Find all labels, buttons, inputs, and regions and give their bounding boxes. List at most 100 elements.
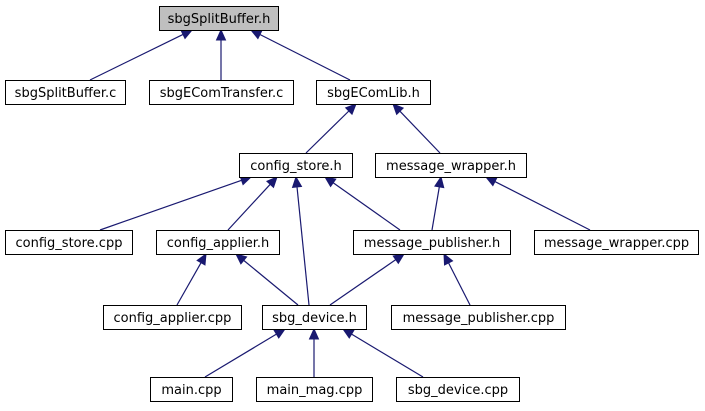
arrowhead xyxy=(392,103,405,116)
edge-line xyxy=(399,110,441,154)
node-label: config_store.cpp xyxy=(16,236,123,251)
node-label: message_publisher.h xyxy=(364,236,500,251)
node-sbgEComTransfer-c[interactable]: sbgEComTransfer.c xyxy=(149,80,294,105)
arrowhead xyxy=(235,253,248,265)
node-main-mag-cpp[interactable]: main_mag.cpp xyxy=(256,377,373,402)
node-box[interactable] xyxy=(149,80,294,105)
node-box[interactable] xyxy=(150,377,233,402)
arrowhead xyxy=(443,252,454,266)
node-label: config_applier.cpp xyxy=(114,311,232,326)
edge-line xyxy=(227,183,271,231)
node-box[interactable] xyxy=(534,230,699,255)
node-label: sbgSplitBuffer.h xyxy=(168,12,271,27)
arrowhead xyxy=(196,252,207,266)
node-main-cpp[interactable]: main.cpp xyxy=(150,377,233,402)
node-box[interactable] xyxy=(375,153,527,178)
node-config-store-h[interactable]: config_store.h xyxy=(239,153,353,178)
node-config-applier-cpp[interactable]: config_applier.cpp xyxy=(103,305,242,330)
arrowhead xyxy=(434,175,445,189)
node-box[interactable] xyxy=(239,153,353,178)
node-message-wrapper-cpp[interactable]: message_wrapper.cpp xyxy=(534,230,699,255)
arrowhead xyxy=(392,253,406,265)
node-message-wrapper-h[interactable]: message_wrapper.h xyxy=(375,153,527,178)
edge-line xyxy=(99,179,242,231)
node-box[interactable] xyxy=(103,305,242,330)
edge-config_applier_h-to-config_store_h xyxy=(227,176,278,231)
edge-line xyxy=(259,33,351,81)
edge-sbgSplitBuffer_c-to-sbgSplitBuffer_h xyxy=(89,29,194,81)
node-box[interactable] xyxy=(156,230,280,255)
edge-sbg_device_h-to-config_store_h xyxy=(291,175,310,306)
node-label: message_wrapper.cpp xyxy=(544,236,689,251)
node-sbgSplitBuffer-c[interactable]: sbgSplitBuffer.c xyxy=(5,80,126,105)
edge-config_store_cpp-to-config_store_h xyxy=(99,175,253,231)
node-box[interactable] xyxy=(262,305,367,330)
arrowhead xyxy=(265,176,278,189)
node-label: message_publisher.cpp xyxy=(403,311,555,326)
edges-layer xyxy=(89,28,591,378)
node-box[interactable] xyxy=(391,305,566,330)
edge-sbgEComTransfer_c-to-sbgSplitBuffer_h xyxy=(215,28,227,80)
node-box[interactable] xyxy=(353,230,511,255)
node-sbgSplitBuffer-h[interactable]: sbgSplitBuffer.h xyxy=(159,6,279,31)
node-box[interactable] xyxy=(396,377,520,402)
edge-line xyxy=(448,262,471,306)
edge-line xyxy=(329,259,397,306)
node-box[interactable] xyxy=(316,80,431,105)
edge-line xyxy=(89,33,184,81)
edge-message_wrapper_cpp-to-message_wrapper_h xyxy=(484,176,591,231)
node-box[interactable] xyxy=(5,230,133,255)
node-label: sbgSplitBuffer.c xyxy=(15,86,117,101)
arrowhead xyxy=(344,103,357,116)
edge-main_cpp-to-sbg_device_h xyxy=(204,328,287,378)
node-label: sbg_device.cpp xyxy=(408,383,508,398)
node-label: main_mag.cpp xyxy=(267,383,363,398)
node-label: main.cpp xyxy=(161,383,221,398)
node-box[interactable] xyxy=(5,80,126,105)
edge-message_wrapper_h-to-sbgEComLib_h xyxy=(392,103,441,154)
node-config-store-cpp[interactable]: config_store.cpp xyxy=(5,230,133,255)
node-label: config_applier.h xyxy=(167,236,270,251)
edge-line xyxy=(494,181,591,231)
edge-line xyxy=(243,259,299,306)
edge-config_applier_cpp-to-config_applier_h xyxy=(176,252,207,306)
node-label: sbgEComLib.h xyxy=(327,86,420,101)
edge-message_publisher_cpp-to-message_publisher_h xyxy=(443,252,471,306)
edge-line xyxy=(204,333,277,378)
arrowhead xyxy=(273,328,287,339)
arrowhead xyxy=(249,29,263,40)
edge-sbg_device_h-to-message_publisher_h xyxy=(329,253,406,306)
node-sbgEComLib-h[interactable]: sbgEComLib.h xyxy=(316,80,431,105)
node-message-publisher-h[interactable]: message_publisher.h xyxy=(353,230,511,255)
edge-line xyxy=(296,186,310,306)
arrowhead xyxy=(215,28,227,41)
node-message-publisher-cpp[interactable]: message_publisher.cpp xyxy=(391,305,566,330)
node-label: sbg_device.h xyxy=(272,311,357,326)
edge-line xyxy=(176,262,202,306)
edge-sbg_device_h-to-config_applier_h xyxy=(235,253,299,306)
edge-line xyxy=(351,333,424,378)
edge-line xyxy=(431,186,440,231)
node-sbg-device-cpp[interactable]: sbg_device.cpp xyxy=(396,377,520,402)
edge-sbgEComLib_h-to-sbgSplitBuffer_h xyxy=(249,29,351,81)
node-box[interactable] xyxy=(256,377,373,402)
arrowhead xyxy=(291,175,303,188)
node-box[interactable] xyxy=(159,6,279,31)
edge-main_mag_cpp-to-sbg_device_h xyxy=(308,327,320,377)
node-label: message_wrapper.h xyxy=(386,159,516,174)
edge-message_publisher_h-to-config_store_h xyxy=(324,176,401,231)
node-config-applier-h[interactable]: config_applier.h xyxy=(156,230,280,255)
edge-line xyxy=(332,182,401,231)
nodes-layer: sbgSplitBuffer.h sbgSplitBuffer.c sbgEComT… xyxy=(5,6,699,402)
arrowhead xyxy=(180,29,194,40)
arrowhead xyxy=(341,328,355,339)
arrowhead xyxy=(484,176,498,187)
arrowhead xyxy=(308,327,320,340)
edge-config_store_h-to-sbgEComLib_h xyxy=(305,103,357,154)
node-label: config_store.h xyxy=(250,159,342,174)
edge-sbg_device_cpp-to-sbg_device_h xyxy=(341,328,424,378)
arrowhead xyxy=(324,176,337,188)
node-sbg-device-h[interactable]: sbg_device.h xyxy=(262,305,367,330)
edge-message_publisher_h-to-message_wrapper_h xyxy=(431,175,445,231)
